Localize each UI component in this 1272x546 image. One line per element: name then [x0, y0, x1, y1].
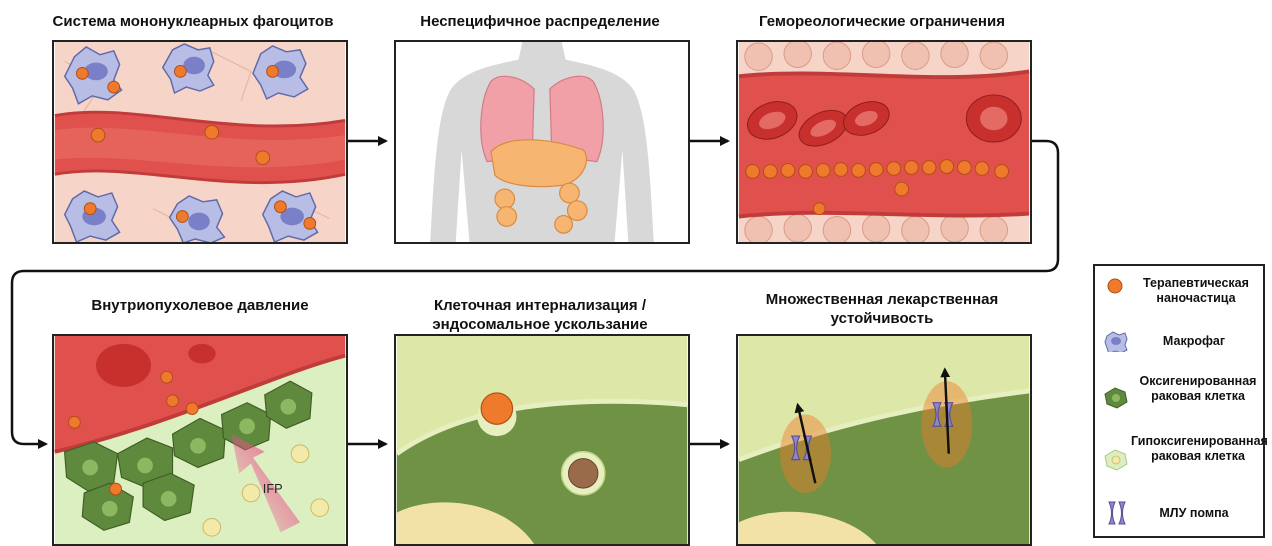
mdr-title: Множественная лекарственная устойчивость: [722, 290, 1042, 328]
internalization-title-line2: эндосомальное ускользание: [380, 315, 700, 334]
legend-macrophage-label: Макрофаг: [1139, 334, 1249, 349]
hemorheology-illustration: [738, 42, 1030, 242]
mps-title: Система мононуклеарных фагоцитов: [20, 12, 366, 31]
mdr-panel: [736, 334, 1032, 546]
internalization-title-line1: Клеточная интернализация /: [380, 296, 700, 315]
pressure-panel: IFP: [52, 334, 348, 546]
internalization-panel: [394, 334, 690, 546]
body-illustration: [396, 42, 688, 242]
oxygenated-cell-icon: [1103, 386, 1129, 410]
legend-oxygenated-line2: раковая клетка: [1131, 389, 1265, 404]
legend-hypoxic-line1: Гипоксигенированная: [1131, 434, 1265, 449]
legend-mdr-pump-label: МЛУ помпа: [1139, 506, 1249, 521]
hypoxic-cell-icon: [1103, 448, 1129, 472]
legend-nanoparticle-label: Терапевтическая наночастица: [1131, 276, 1261, 306]
nonspecific-title: Неспецифичное распределение: [380, 12, 700, 31]
legend-nanoparticle-line2: наночастица: [1131, 291, 1261, 306]
ifp-label: IFP: [263, 481, 283, 496]
internalization-illustration: [396, 336, 688, 544]
hemorheology-title: Гемореологические ограничения: [722, 12, 1042, 31]
mdr-pump-icon: [1107, 500, 1129, 526]
mdr-illustration: [738, 336, 1030, 544]
mdr-title-line2: устойчивость: [722, 309, 1042, 328]
legend-nanoparticle-line1: Терапевтическая: [1131, 276, 1261, 291]
hemorheology-panel: [736, 40, 1032, 244]
nonspecific-panel: [394, 40, 690, 244]
mps-panel: [52, 40, 348, 244]
legend-oxygenated-label: Оксигенированная раковая клетка: [1131, 374, 1265, 404]
macrophage-icon: [1103, 330, 1129, 352]
nanoparticle-icon: [1105, 276, 1125, 296]
legend-hypoxic-line2: раковая клетка: [1131, 449, 1265, 464]
pressure-title: Внутриопухолевое давление: [40, 296, 360, 315]
vessel: [739, 71, 1029, 216]
internalization-title: Клеточная интернализация / эндосомальное…: [380, 296, 700, 334]
mps-illustration: [54, 42, 346, 242]
legend-hypoxic-label: Гипоксигенированная раковая клетка: [1131, 434, 1265, 464]
mdr-title-line1: Множественная лекарственная: [722, 290, 1042, 309]
legend: Терапевтическая наночастица Макрофаг Окс…: [1093, 264, 1265, 538]
legend-oxygenated-line1: Оксигенированная: [1131, 374, 1265, 389]
liver: [491, 140, 586, 187]
pressure-illustration: IFP: [54, 336, 346, 544]
